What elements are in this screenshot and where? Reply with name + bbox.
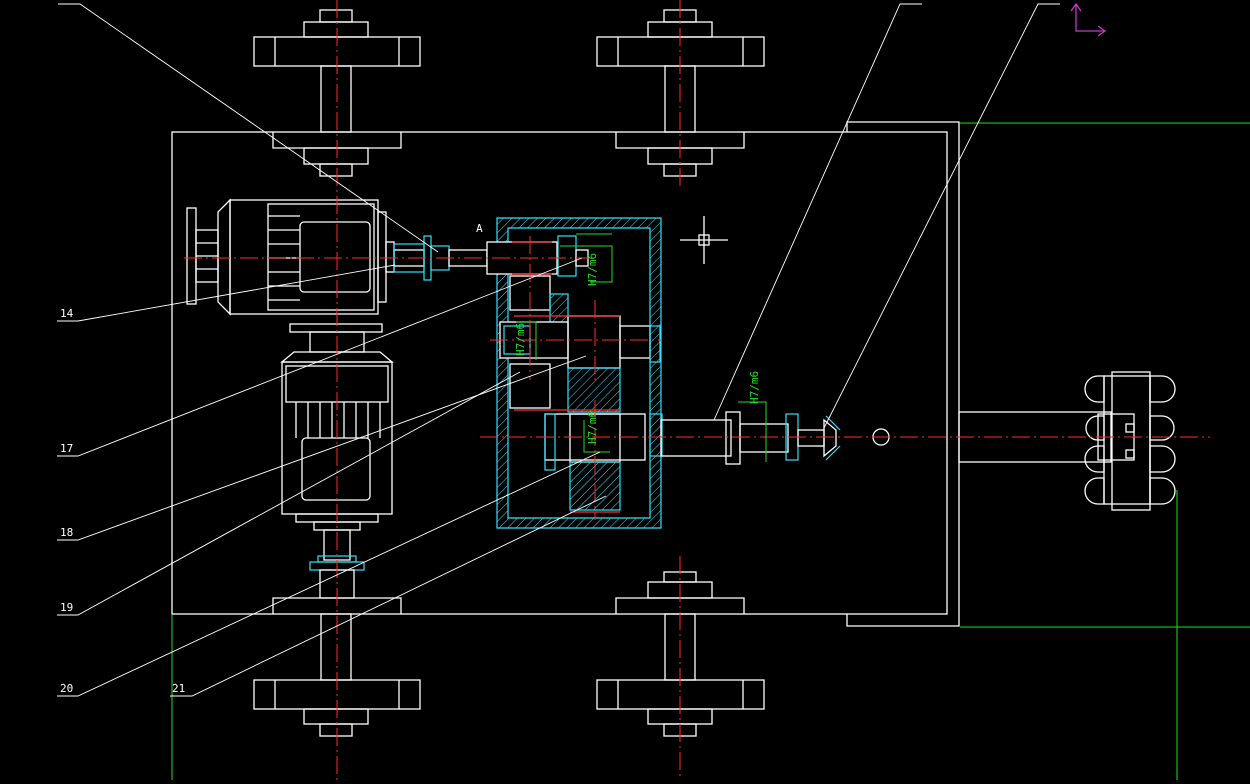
drive-motor-vertical[interactable] bbox=[280, 323, 394, 599]
part-labels: 14 17 18 19 20 21 bbox=[60, 307, 185, 695]
chassis-frame[interactable] bbox=[171, 121, 960, 627]
leader-lines bbox=[57, 3, 1060, 697]
gearbox-housing[interactable] bbox=[486, 217, 663, 529]
part-label-18: 18 bbox=[60, 526, 73, 539]
reference-markers bbox=[680, 216, 890, 446]
tow-hitch[interactable] bbox=[958, 371, 1176, 511]
section-mark: A bbox=[476, 222, 483, 235]
part-label-20: 20 bbox=[60, 682, 73, 695]
part-label-17: 17 bbox=[60, 442, 73, 455]
part-label-14: 14 bbox=[60, 307, 74, 320]
part-label-19: 19 bbox=[60, 601, 73, 614]
fit-label-4: H7/m6 bbox=[748, 371, 761, 404]
centerlines bbox=[184, 0, 1210, 780]
motor-cooling-fins-vertical bbox=[295, 402, 381, 438]
fit-label-3: H7/m6 bbox=[586, 411, 599, 444]
fit-label-1: H7/m6 bbox=[586, 253, 599, 286]
output-shaft[interactable] bbox=[660, 411, 841, 465]
part-label-21: 21 bbox=[172, 682, 185, 695]
fit-annotations: H7/m6 H7/m6 H7/m6 H7/m6 bbox=[514, 233, 767, 462]
fit-label-2: H7/m6 bbox=[514, 323, 527, 356]
reference-lines bbox=[171, 122, 1250, 780]
ucs-axis-icon bbox=[1070, 2, 1107, 37]
